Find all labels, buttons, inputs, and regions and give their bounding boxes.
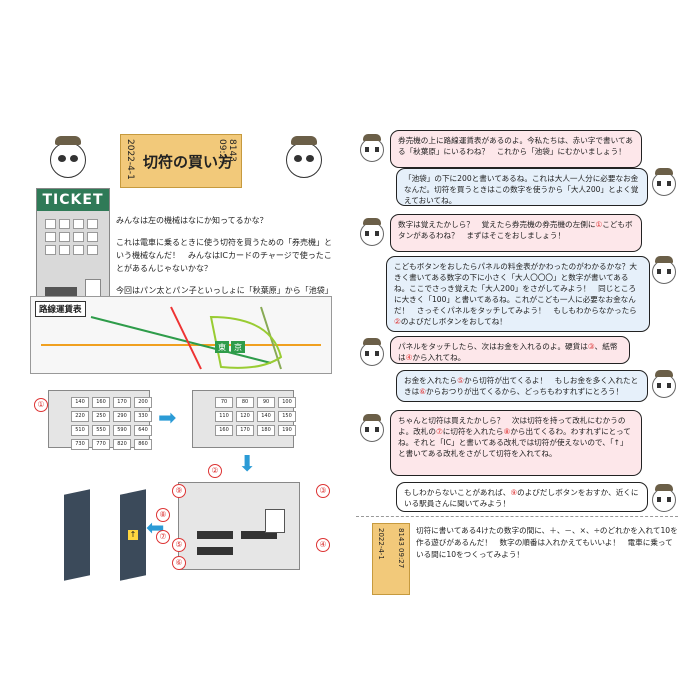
step-marker: ② (208, 464, 222, 478)
speech-bubble: 券売機の上に路線運賃表があるのよ。今私たちは、赤い字で書いてある「秋葉原」にいる… (390, 130, 642, 168)
left-page: 2022-4-1 切符の買い方 8143 09:27 TICKET みんなは左の… (24, 118, 346, 588)
speech-bubble: ちゃんと切符は買えたかしら？ 次は切符を持って改札にむかうのよ。改札の⑦に切符を… (390, 410, 642, 476)
step-marker: ⑤ (172, 538, 186, 552)
map-station-label: 東 (218, 343, 226, 352)
speech-bubble: 数字は覚えたかしら？ 覚えたら券売機の券売機の左側に①こどもボタンがあるわね？ … (390, 214, 642, 252)
speech-bubble: こどもボタンをおしたらパネルの料金表がかわったのがわかるかな？大きく書いてある数… (386, 256, 650, 332)
right-page: 券売機の上に路線運賃表があるのよ。今私たちは、赤い字で書いてある「秋葉原」にいる… (356, 118, 678, 595)
ticket-sign: TICKET (37, 189, 109, 211)
route-map-graphic (41, 306, 321, 370)
step-marker: ⑨ (172, 484, 186, 498)
step-marker: ① (34, 398, 48, 412)
title-ticket: 2022-4-1 切符の買い方 8143 09:27 (120, 134, 242, 188)
panda-face-icon (360, 338, 384, 366)
panda-mascot-right (286, 136, 322, 178)
ticket-date: 2022-4-1 (125, 139, 135, 180)
fare-map-title: 路線運賃表 (35, 301, 86, 317)
intro-paragraph: みんなは左の機械はなにか知ってるかな？ (116, 216, 268, 225)
arrow-down-icon: ⬇ (238, 452, 257, 477)
ticket-gate-left (64, 489, 90, 581)
step-marker: ⑧ (156, 508, 170, 522)
up-arrow-icon: ↑ (128, 530, 138, 540)
speech-bubble: パネルをタッチしたら、次はお金を入れるのよ。硬貨は③、紙幣は④から入れてね。 (390, 336, 630, 364)
panda-face-icon (360, 134, 384, 162)
ticket-number: 8143 09:27 (217, 139, 237, 165)
footer-text: 切符に書いてある4けたの数字の間に、＋、－、×、÷のどれかを入れて10を作る遊び… (416, 526, 678, 559)
divider (356, 516, 678, 517)
panda-face-icon (652, 168, 676, 196)
panda-face-icon (360, 218, 384, 246)
panda-mascot-left (50, 136, 86, 178)
map-station-label: 京 (234, 343, 242, 352)
panda-face-icon (652, 484, 676, 512)
footer-ticket-number: 8143 09:27 (397, 528, 405, 569)
step-marker: ⑥ (172, 556, 186, 570)
step-marker: ⑦ (156, 530, 170, 544)
panda-face-icon (652, 256, 676, 284)
fare-map: 路線運賃表 東 京 (30, 296, 332, 374)
step-marker: ③ (316, 484, 330, 498)
footer-ticket: 2022-4-1 8143 09:27 (372, 523, 410, 595)
step-marker: ④ (316, 538, 330, 552)
page-title: 切符の買い方 (143, 153, 234, 171)
arrow-right-icon: ➡ (158, 406, 177, 431)
intro-paragraph: これは電車に乗るときに使う切符を買うための「券売機」という機械なんだ！ みんなは… (116, 238, 332, 273)
speech-bubble: 「池袋」の下に200と書いてあるね。これは大人一人分に必要なお金なんだ。切符を買… (396, 168, 648, 206)
speech-bubble: お金を入れたら⑤から切符が出てくるよ！ もしお金を多く入れたときは⑥からおつりが… (396, 370, 648, 402)
ticket-machine-illustration: TICKET (36, 188, 110, 308)
panda-face-icon (360, 414, 384, 442)
panda-face-icon (652, 370, 676, 398)
footer-ticket-date: 2022-4-1 (377, 528, 385, 560)
speech-bubble: もしわからないことがあれば、⑨のよびだしボタンをおすか、近くにいる駅員さんに聞い… (396, 482, 648, 512)
machine-closeup (178, 482, 300, 570)
